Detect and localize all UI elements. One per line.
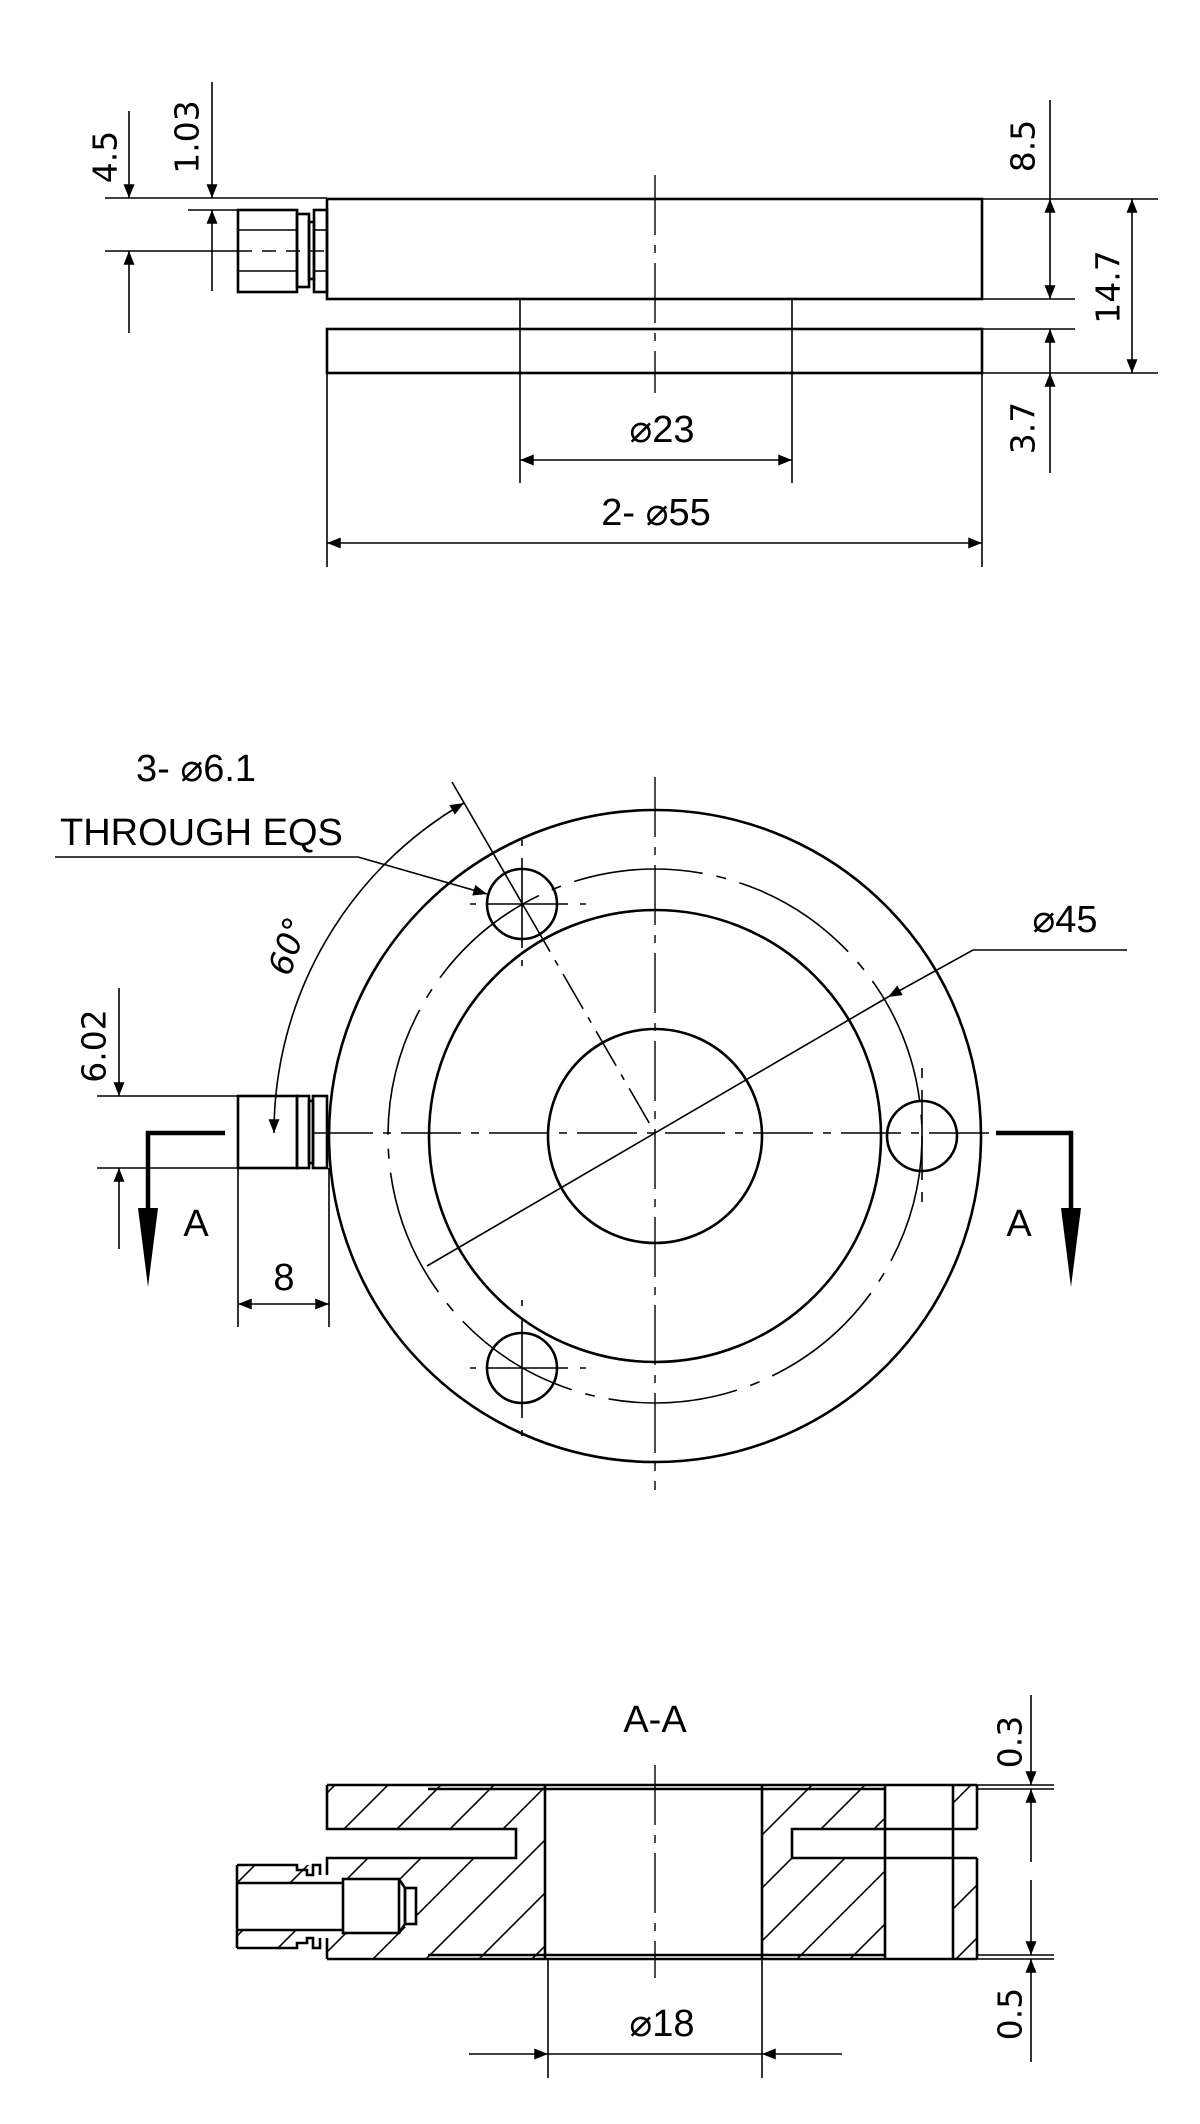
connector-section [235,1863,418,1950]
mounting-hole [470,1300,590,1440]
connector-pin [343,1879,399,1933]
hatch-strip-upper [953,1785,977,1829]
dim-14-7: 14.7 [1089,250,1128,323]
dim-0-5: 0.5 [991,1988,1030,2040]
hatch-strip-lower [953,1858,977,1959]
hole-callout: 3- ⌀6.1 [136,748,256,790]
dim-8: 8 [273,1257,294,1299]
pitch-leader [887,949,1127,998]
hole-note: THROUGH EQS [60,812,343,854]
connector [236,1094,329,1170]
section-marker-left [145,1130,225,1212]
dim-4-5: 4.5 [86,131,125,183]
hatch-right-lower [762,1829,885,1959]
connector-bore [237,1883,343,1930]
angle-reference-line [451,781,531,918]
pitch-diameter-label: ⌀45 [1032,899,1097,941]
dim-6-02: 6.02 [75,1009,114,1082]
dim-0-3: 0.3 [991,1716,1030,1768]
dim-diameter-18: ⌀18 [629,2003,694,2045]
extension-lines [977,1784,1054,1960]
dim-3-7: 3.7 [1004,402,1043,454]
section-title: A-A [623,1699,687,1741]
dim-1-03: 1.03 [168,100,207,173]
connector-tip [399,1885,416,1927]
pitch-diameter-line [426,996,889,1267]
angle-arc [268,802,465,1134]
mounting-hole [470,840,590,970]
section-label-right: A [1006,1203,1032,1245]
side-view: 4.5 1.03 8.5 14.7 3.7 ⌀23 2- ⌀55 [86,82,1158,567]
hole-leader [55,856,488,896]
section-arrow-left-icon [138,1208,158,1287]
mounting-hole [885,1068,959,1204]
angle-label: 60° [260,912,315,980]
dim-8-5: 8.5 [1004,120,1043,172]
section-outline [325,1783,979,1961]
dim-diameter-55: 2- ⌀55 [601,492,711,534]
section-marker-right [996,1130,1074,1212]
section-label-left: A [183,1203,209,1245]
plan-view: 60° 3- ⌀6.1 THROUGH EQS ⌀45 6.02 8 A A [55,748,1127,1490]
angle-reference-line [529,916,656,1134]
section-arrow-right-icon [1061,1208,1081,1287]
hatch-right-upper [762,1785,885,1829]
section-view: A-A [235,1695,1054,2078]
dim-diameter-23: ⌀23 [629,409,694,451]
